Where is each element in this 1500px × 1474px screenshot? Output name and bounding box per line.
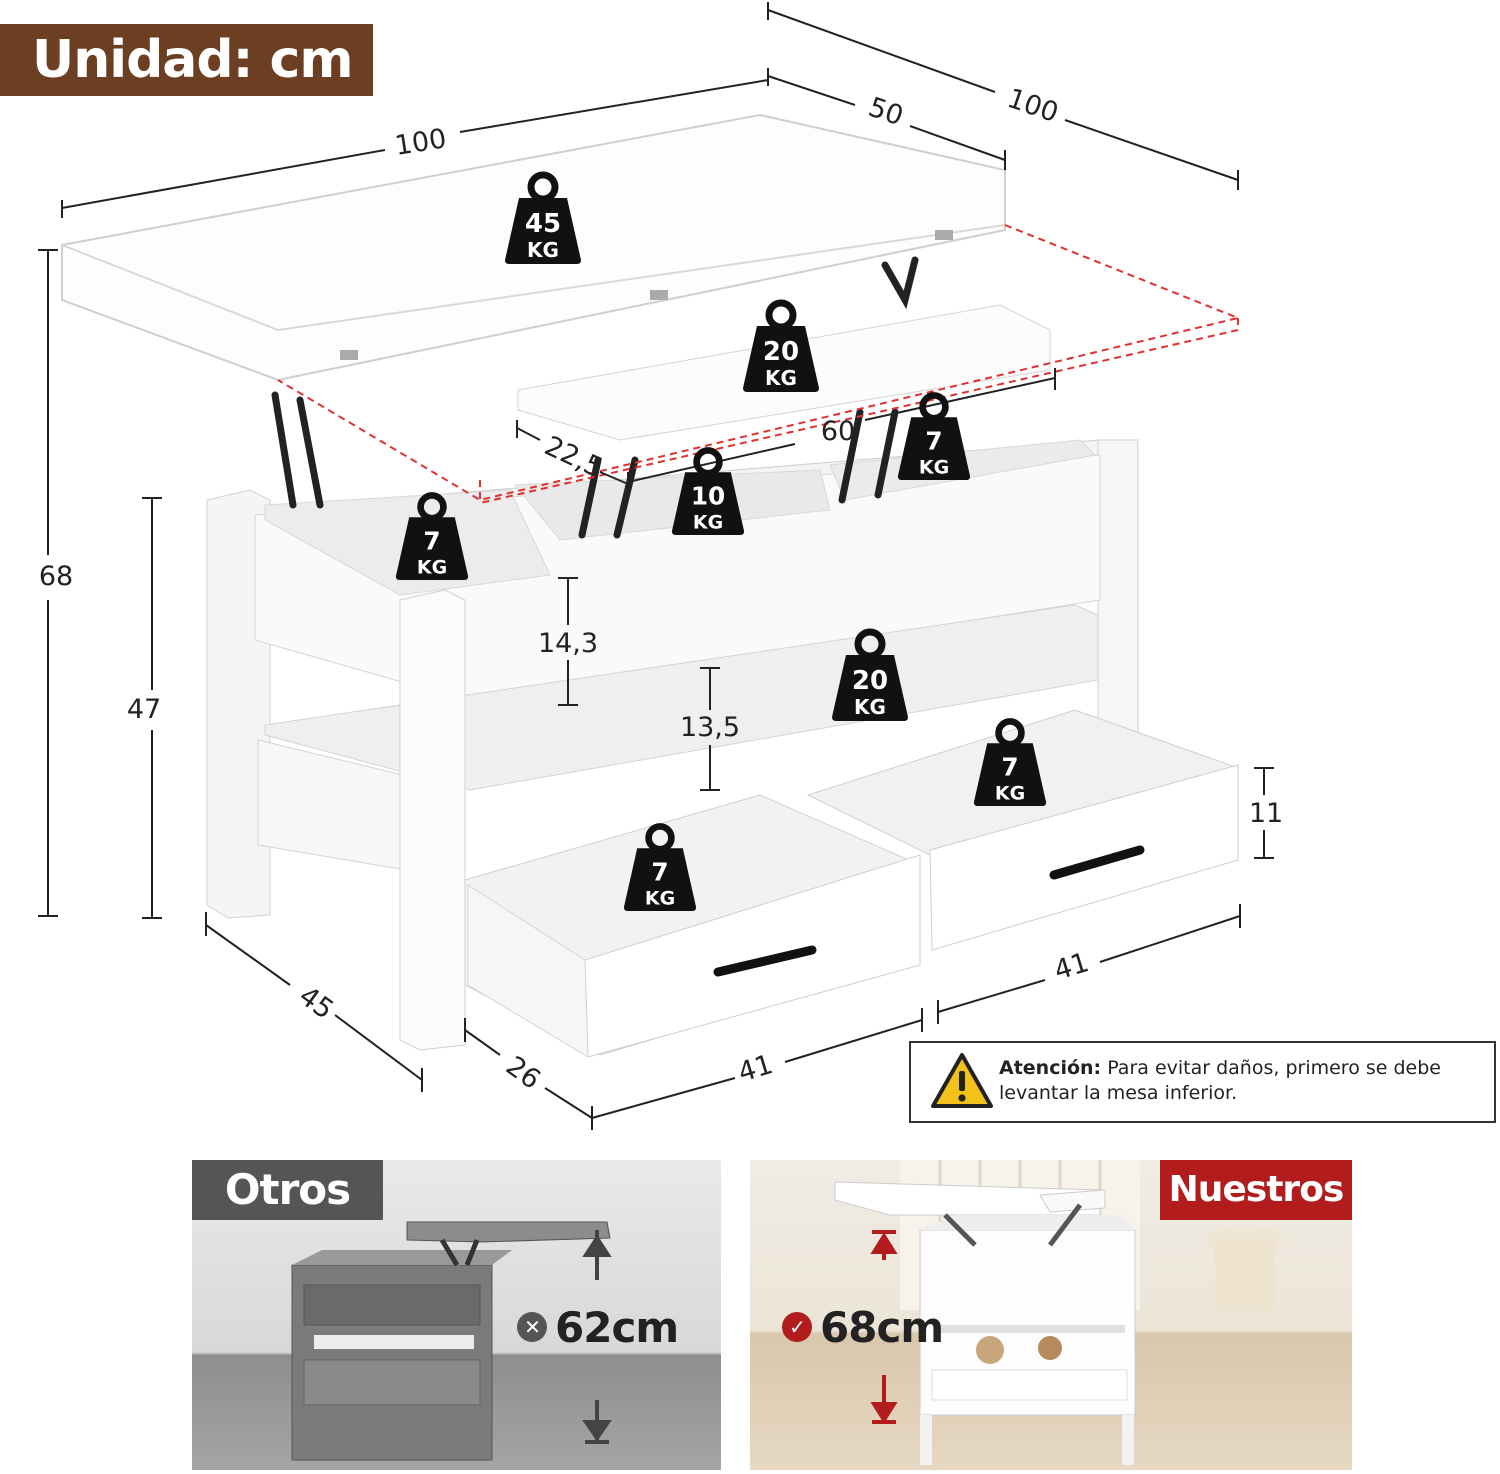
weight-icon-body [897, 417, 971, 480]
weight-icon-body [395, 517, 469, 580]
dim-tray-depth: 22,5 [540, 431, 608, 485]
weight-unit: KG [854, 695, 886, 719]
table-illustration [61, 113, 1242, 1058]
weight-value: 7 [925, 427, 942, 456]
left-drawer-handle [713, 945, 817, 977]
product-diagram: 100 50 100 68 47 14,3 13,5 11 60 22,5 45… [38, 2, 1283, 1130]
weight-icon-body [671, 472, 745, 535]
weight-value: 7 [423, 527, 440, 556]
weight-icon-right-compartment: 7KG [897, 392, 971, 480]
warning-text: Para evitar daños, primero se debe levan… [999, 1057, 1441, 1104]
others-height: ✕ 62cm [517, 1303, 679, 1352]
weight-icon-body [973, 743, 1047, 806]
others-table-image [291, 1221, 612, 1461]
comparison-ours-panel: Nuestros ✓ 68cm [750, 1160, 1352, 1470]
weight-icon-left-compartment: 7KG [395, 492, 469, 580]
weight-value: 20 [763, 337, 799, 367]
ours-height: ✓ 68cm [782, 1303, 944, 1352]
warning-icon [931, 1053, 993, 1108]
weight-unit: KG [645, 887, 675, 909]
others-x-icon: ✕ [517, 1311, 547, 1342]
weight-icon-ring [765, 299, 797, 331]
comparison-others-panel: Otros ✕ 62cm [192, 1160, 721, 1470]
dim-top-width: 100 [393, 123, 449, 162]
weight-value: 10 [691, 482, 725, 511]
ours-tag: Nuestros [1160, 1160, 1352, 1220]
weight-value: 7 [1001, 753, 1018, 782]
weight-icon-body [505, 198, 581, 264]
others-height-value: 62cm [555, 1303, 679, 1352]
dim-left-drawer-width: 41 [735, 1049, 777, 1089]
unit-badge: Unidad: cm [0, 24, 373, 96]
weight-value: 7 [651, 858, 668, 887]
dim-base-height: 47 [127, 694, 161, 725]
weight-icon-right-drawer: 7KG [973, 718, 1047, 806]
dim-tray-width: 60 [821, 416, 855, 447]
ours-table-image [834, 1160, 1287, 1465]
dim-compartment-height: 14,3 [538, 628, 598, 659]
warning-title: Atención: [999, 1057, 1102, 1079]
weight-unit: KG [919, 456, 949, 478]
right-drawer-handle [1049, 845, 1145, 880]
weight-icon-body [832, 655, 908, 721]
weight-icon-body [623, 848, 697, 911]
warning-box: Atención: Para evitar daños, primero se … [909, 1041, 1496, 1123]
dim-total-height: 68 [39, 561, 73, 592]
weight-value: 20 [852, 666, 888, 696]
weight-unit: KG [527, 238, 559, 262]
dim-top-depth: 50 [864, 92, 907, 132]
dim-shelf-height: 13,5 [680, 712, 740, 743]
dim-drawer-extension: 26 [500, 1050, 546, 1095]
weight-unit: KG [693, 511, 723, 533]
weight-unit: KG [765, 366, 797, 390]
dim-drawer-height: 11 [1249, 798, 1283, 829]
dimension-lines [38, 2, 1274, 1130]
weight-icon-body [743, 326, 819, 392]
extended-top-outline [277, 224, 1242, 504]
dim-extended-depth: 100 [1003, 83, 1062, 129]
weight-value: 45 [525, 209, 561, 239]
others-tag: Otros [192, 1160, 383, 1220]
weight-unit: KG [417, 556, 447, 578]
weight-unit: KG [995, 782, 1025, 804]
weight-icon-left-drawer: 7KG [623, 823, 697, 911]
ours-check-icon: ✓ [782, 1311, 812, 1342]
dim-base-depth: 45 [293, 980, 339, 1025]
ours-height-value: 68cm [820, 1303, 944, 1352]
dim-right-drawer-width: 41 [1051, 947, 1093, 987]
